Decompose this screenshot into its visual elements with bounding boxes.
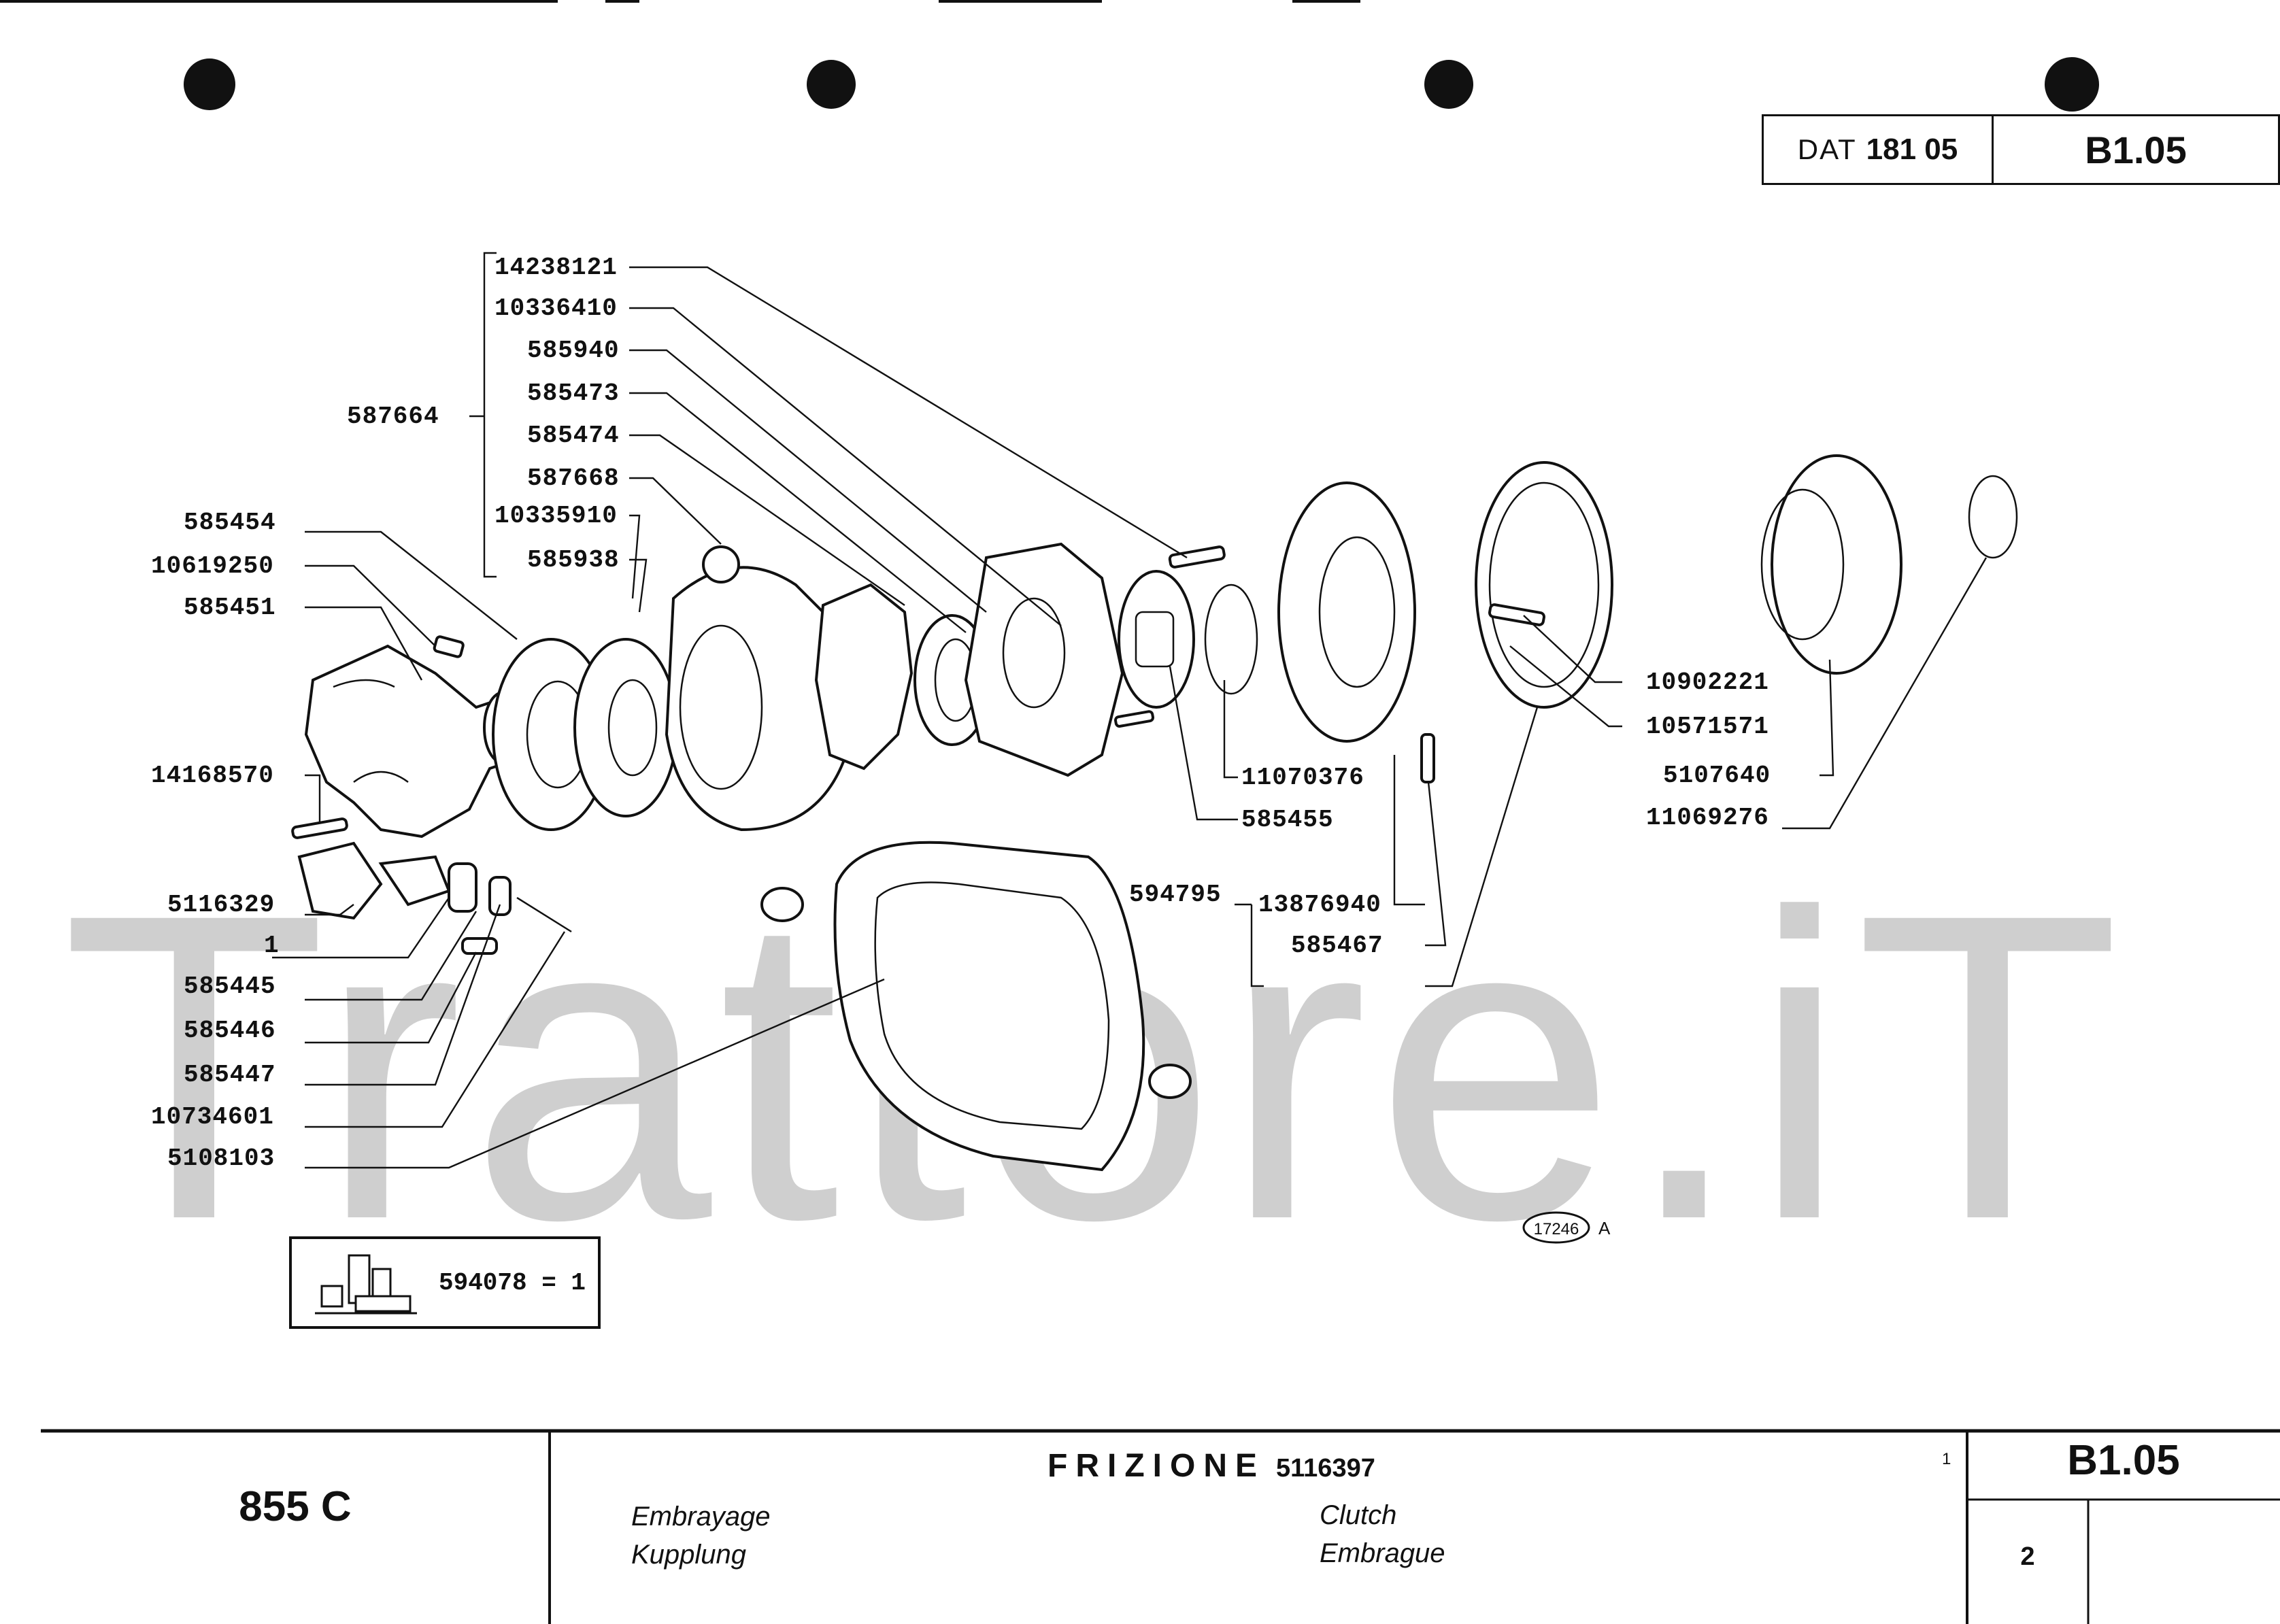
- bracket-group-label: 587664: [347, 403, 439, 430]
- callout-label: 1: [264, 932, 280, 960]
- footer-page-code: B1.05: [2067, 1437, 2180, 1484]
- kit-text: 594078 = 1: [439, 1268, 586, 1297]
- dat-cell: DAT 181 05: [1764, 116, 1994, 183]
- callout-label: 10619250: [151, 552, 274, 580]
- callout-label: 585940: [527, 337, 620, 365]
- binder-hole-4: [2045, 57, 2099, 112]
- callout-label: 10734601: [151, 1103, 274, 1131]
- callout-label: 585446: [184, 1017, 276, 1045]
- callout-label: 10336410: [494, 294, 618, 322]
- callout-label: 585455: [1241, 806, 1334, 834]
- header-code-box: DAT 181 05 B1.05: [1762, 114, 2280, 185]
- callout-label: 11070376: [1241, 764, 1364, 792]
- translation-de: Kupplung: [631, 1540, 747, 1570]
- yoke-part: [304, 644, 533, 839]
- binder-hole-3: [1424, 60, 1473, 109]
- footer-title-row: FRIZIONE 5116397: [1047, 1447, 1375, 1485]
- translation-es: Embrague: [1320, 1538, 1445, 1568]
- callout-label: 5116329: [167, 891, 275, 919]
- callout-label: 587668: [527, 464, 620, 492]
- parts-illustration: [291, 454, 2018, 1172]
- callout-label: 13876940: [1258, 891, 1381, 919]
- dat-number: 181 05: [1866, 133, 1958, 166]
- leader-lines: [272, 252, 1988, 1169]
- callout-label: 585447: [184, 1061, 276, 1089]
- callout-label: 5108103: [167, 1145, 275, 1172]
- footer-title-code: 5116397: [1276, 1454, 1375, 1483]
- callout-label: 10571571: [1646, 713, 1769, 741]
- callout-label: 5107640: [1663, 762, 1771, 790]
- callout-label: 11069276: [1646, 804, 1769, 832]
- callout-label: 585474: [527, 422, 620, 450]
- callout-label: 14168570: [151, 762, 274, 790]
- translation-en: Clutch: [1320, 1500, 1397, 1530]
- callout-label: 10335910: [494, 502, 618, 530]
- kit-box: 594078 = 1: [289, 1236, 601, 1329]
- binder-hole-1: [184, 58, 235, 110]
- dat-label: DAT: [1797, 133, 1857, 165]
- header-page-code: B1.05: [2085, 128, 2187, 171]
- translation-fr: Embrayage: [631, 1502, 771, 1532]
- callout-labels: 587664 14238121 10336410 585940 585473 5…: [151, 254, 1771, 1172]
- binder-hole-2: [807, 60, 856, 109]
- callout-label: 14238121: [494, 254, 618, 282]
- callout-label: 585445: [184, 972, 276, 1000]
- callout-label: 585467: [1291, 932, 1384, 960]
- figure-ref-badge: 17246 A: [1522, 1211, 1611, 1244]
- footer-model: 855 C: [239, 1483, 352, 1530]
- footer-sheet: 2: [2020, 1542, 2035, 1571]
- callout-label: 10902221: [1646, 669, 1769, 696]
- callout-label: 585451: [184, 594, 276, 622]
- callout-label: 585938: [527, 546, 620, 574]
- callout-label: 585454: [184, 509, 276, 537]
- kit-icon: [315, 1254, 417, 1315]
- footer-title: FRIZIONE: [1047, 1448, 1265, 1484]
- figure-ref-number: 17246: [1534, 1220, 1579, 1238]
- footer-sup-mark: 1: [1942, 1450, 1951, 1468]
- figure-ref-suffix: A: [1598, 1218, 1611, 1238]
- callout-label: 585473: [527, 379, 620, 407]
- lower-group-label: 594795: [1129, 881, 1222, 909]
